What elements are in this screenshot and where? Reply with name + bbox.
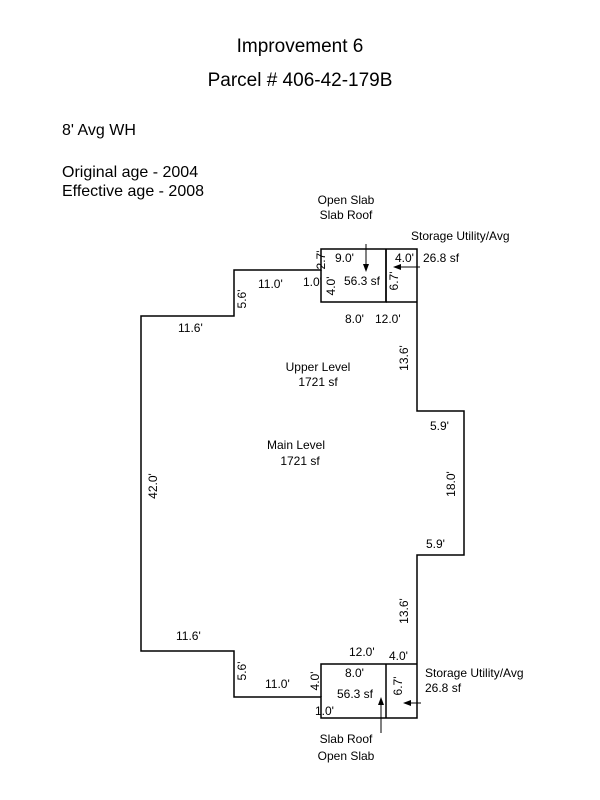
- dim-top-left-jog: 5.6': [235, 290, 249, 309]
- dim-top-slab-bottom: 8.0': [345, 312, 364, 326]
- main-level-area: 1721 sf: [280, 454, 320, 468]
- top-slab-name: Open Slab: [318, 193, 375, 207]
- dim-top-slab-width: 9.0': [335, 251, 354, 265]
- dim-bottom-slab-step: 1.0': [315, 704, 334, 718]
- dim-bottom-slab-depth: 4.0': [308, 672, 322, 691]
- bottom-storage-area: 26.8 sf: [425, 681, 462, 695]
- bottom-slab-roof-label: Slab Roof: [320, 732, 373, 746]
- dim-top-slab-step: 1.0': [303, 275, 322, 289]
- wall-height-note: 8' Avg WH: [62, 122, 136, 139]
- main-level-name: Main Level: [267, 438, 325, 452]
- dim-bottom-left-jog: 5.6': [235, 662, 249, 681]
- top-slab-area: 56.3 sf: [344, 274, 381, 288]
- dim-bottom-left-run: 11.0': [265, 677, 290, 691]
- parcel-number: Parcel # 406-42-179B: [207, 70, 393, 91]
- dim-top-storage-width: 4.0': [395, 251, 414, 265]
- bottom-slab-arrow: [378, 697, 384, 733]
- dim-bottom-slab-width: 8.0': [345, 666, 364, 680]
- dim-right-lower-wall: 13.6': [397, 598, 411, 624]
- original-age: Original age - 2004: [62, 164, 199, 181]
- dim-bottom-run: 12.0': [349, 645, 375, 659]
- upper-level-area: 1721 sf: [298, 375, 338, 389]
- top-slab-roof-label: Slab Roof: [320, 208, 373, 222]
- dim-bottom-storage-width: 4.0': [389, 649, 408, 663]
- dim-right-upper-wall: 13.6': [397, 345, 411, 371]
- dim-right-bump-side: 18.0': [444, 471, 458, 497]
- dim-left-wall: 42.0': [146, 473, 160, 499]
- bottom-storage-name: Storage Utility/Avg: [425, 666, 524, 680]
- dim-bottom-storage-depth: 6.7': [391, 677, 405, 696]
- top-storage-name: Storage Utility/Avg: [411, 229, 510, 243]
- top-slab-arrow: [363, 244, 369, 272]
- main-building-outline: [140, 248, 465, 719]
- dim-top-left-run: 11.0': [258, 277, 283, 291]
- dim-bottom-left-step: 11.6': [176, 629, 201, 643]
- dim-top-storage-bottom: 12.0': [375, 312, 401, 326]
- effective-age: Effective age - 2008: [62, 183, 205, 200]
- bottom-slab-outline: [320, 663, 417, 697]
- dim-top-storage-depth: 6.7': [387, 272, 401, 291]
- bottom-storage-arrow: [403, 700, 421, 706]
- dim-top-slab-depth: 4.0': [324, 277, 338, 296]
- dim-right-bump-top: 5.9': [430, 419, 449, 433]
- dim-top-slab-offset: 2.7': [314, 251, 328, 270]
- dim-top-left-step: 11.6': [178, 321, 203, 335]
- dim-right-bump-bottom: 5.9': [426, 537, 445, 551]
- top-storage-arrow: [393, 264, 420, 270]
- bottom-slab-name: Open Slab: [318, 749, 375, 763]
- top-storage-area: 26.8 sf: [423, 251, 460, 265]
- improvement-title: Improvement 6: [236, 36, 364, 57]
- bottom-slab-area: 56.3 sf: [337, 687, 374, 701]
- upper-level-name: Upper Level: [286, 360, 351, 374]
